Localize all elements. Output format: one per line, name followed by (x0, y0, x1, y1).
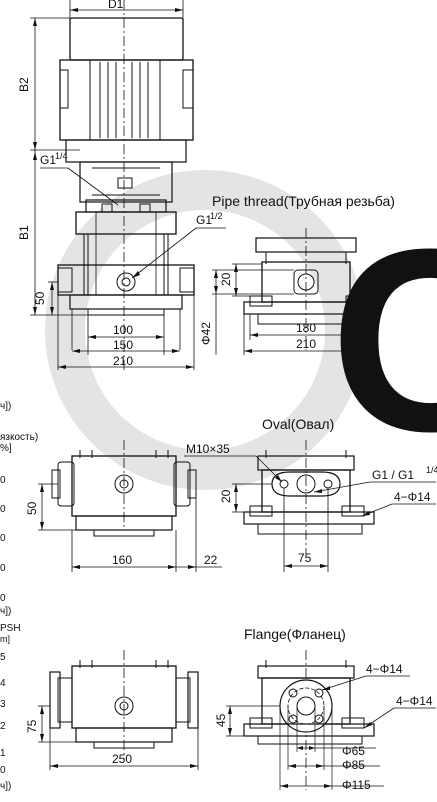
ov-g-frac: 1/4 (426, 465, 437, 475)
cut-n6: 4 (0, 678, 6, 689)
dim-100: 100 (113, 323, 133, 337)
cut-t8: 0 (0, 765, 6, 776)
pipe-thread-title: Pipe thread(Трубная резьба) (212, 193, 395, 209)
label-g12-frac: 1/2 (210, 211, 223, 221)
ov-dim-75: 75 (298, 551, 312, 565)
ov-holes: 4−Φ14 (394, 490, 431, 504)
cut-n7: 3 (0, 699, 6, 710)
cut-t4: 0 (0, 593, 6, 604)
oval-title: Oval(Овал) (262, 416, 334, 432)
cut-n5: 5 (0, 652, 6, 663)
cut-n2: 0 (0, 504, 6, 515)
label-g12: G1 (196, 213, 212, 227)
cut-t3: %] (0, 443, 12, 454)
cut-t9: ч]) (0, 781, 11, 792)
fl-dim-45: 45 (214, 713, 228, 727)
ov-dim-160: 160 (112, 553, 132, 567)
fl-phi85: Φ85 (342, 758, 365, 772)
ov-g-label: G1 / G1 (372, 468, 414, 482)
cut-t5: ч]) (0, 606, 11, 617)
fl-phi115: Φ115 (342, 778, 371, 792)
cut-t1: ч]) (0, 401, 11, 412)
fl-holes-b: 4−Φ14 (396, 694, 433, 708)
dim-150: 150 (113, 338, 133, 352)
ov-m10: M10×35 (186, 442, 230, 456)
pt-holes: 4−Φ14 (387, 254, 424, 268)
oval-side-view: Oval(Овал) M10×35 G1 / G1 1/4 20 (184, 416, 437, 572)
pt-dim-20: 20 (219, 272, 233, 286)
main-view: D1 (17, 0, 226, 372)
flange-side-view: Flange(Фланец) 4−Φ14 4−Φ14 45 (214, 626, 436, 792)
pt-dim-210: 210 (296, 337, 316, 351)
cut-t6: PSH (0, 623, 21, 634)
ov-dim-22: 22 (204, 553, 218, 567)
label-g14-frac: 1/4 (55, 151, 68, 161)
cut-n8: 2 (0, 721, 6, 732)
flange-title: Flange(Фланец) (244, 626, 346, 642)
pt-phi42: Φ42 (199, 322, 213, 345)
flange-front-view: 75 250 (25, 650, 199, 770)
fl-dim-75: 75 (25, 719, 39, 733)
dim-b2: B2 (17, 77, 31, 92)
fl-dim-250: 250 (112, 752, 132, 766)
pt-dim-180: 180 (296, 321, 316, 335)
dim-50: 50 (33, 291, 47, 305)
cut-n3: 0 (0, 533, 6, 544)
label-g14: G1 (40, 153, 56, 167)
fl-phi65: Φ65 (342, 744, 365, 758)
cut-t2: язкость) (0, 432, 38, 443)
watermark-logo: CNP (45, 170, 437, 490)
left-cutoff-text: ч]) язкость) %] 0 0 0 0 0 ч]) PSH m] 5 4… (0, 401, 38, 792)
oval-front-view: 50 160 22 (25, 440, 222, 572)
watermark-text: CNP (330, 196, 437, 486)
dim-d1: D1 (108, 0, 124, 11)
fl-holes-a: 4−Φ14 (366, 662, 403, 676)
ov-dim-20: 20 (219, 489, 233, 503)
cut-n9: 1 (0, 748, 6, 759)
cut-n1: 0 (0, 475, 6, 486)
ov-dim-50: 50 (25, 501, 39, 515)
dim-b1: B1 (17, 225, 31, 240)
dim-210: 210 (113, 354, 133, 368)
cut-t7: m] (0, 634, 10, 644)
cut-n4: 0 (0, 563, 6, 574)
pipe-thread-view: Pipe thread(Трубная резьба) 20 4−Φ14 Φ42 (199, 193, 432, 355)
